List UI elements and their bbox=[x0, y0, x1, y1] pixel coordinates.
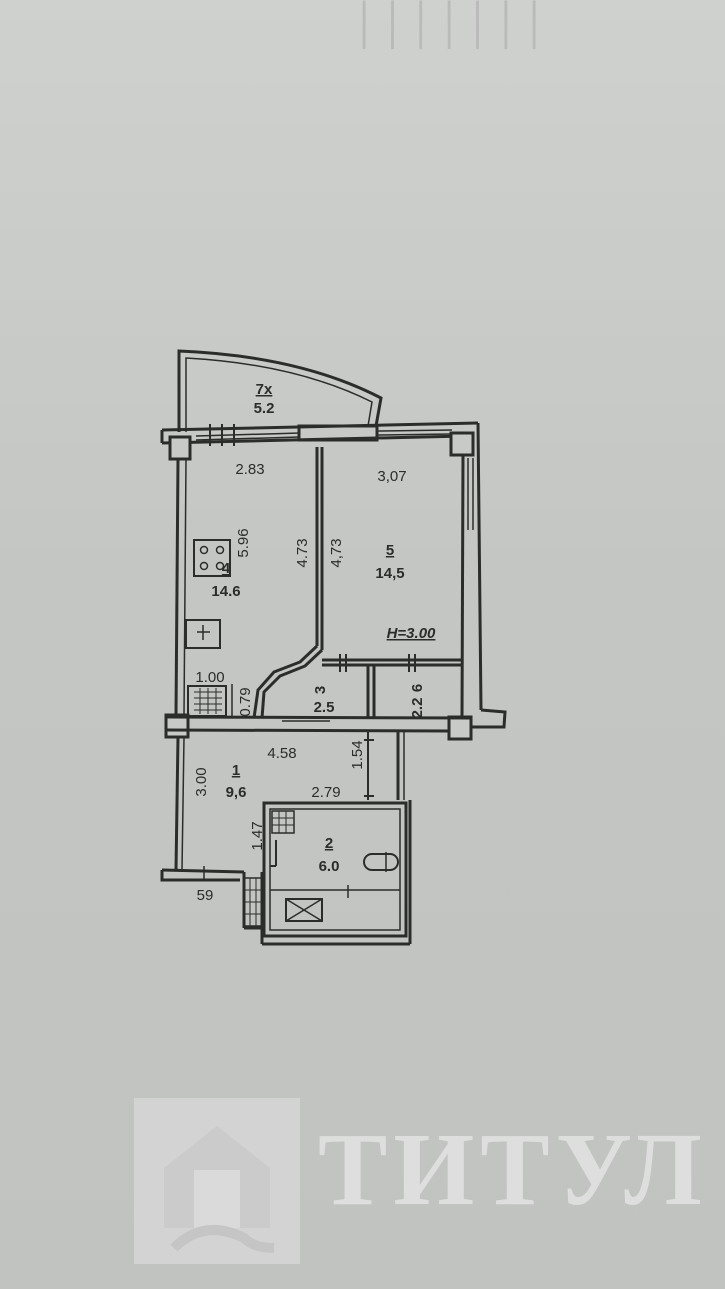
kitchen-niche bbox=[187, 684, 233, 718]
wall-offset-label: 59 bbox=[197, 887, 214, 904]
room-depth-label: 4,73 bbox=[328, 538, 345, 567]
top-wall bbox=[160, 421, 479, 446]
niche-depth-label: 0.79 bbox=[237, 687, 254, 716]
balcony-outline bbox=[177, 349, 383, 432]
right-outer-wall bbox=[460, 422, 507, 729]
kitchen-width-label: 2.83 bbox=[235, 461, 264, 478]
room-5-number: 5 bbox=[386, 542, 394, 559]
room-2-number: 2 bbox=[325, 835, 333, 852]
room-4-number: 4 bbox=[222, 560, 231, 577]
vent-grille-icon bbox=[271, 810, 295, 834]
niche-width-label: 1.00 bbox=[195, 669, 224, 686]
ceiling-height-label: H=3.00 bbox=[387, 625, 436, 642]
room-5-area: 14,5 bbox=[375, 565, 404, 582]
room-1-area: 9,6 bbox=[226, 784, 247, 801]
room-3-number: 3 bbox=[312, 686, 329, 694]
column-mid-right bbox=[447, 715, 473, 741]
hall-width-label: 4.58 bbox=[267, 745, 296, 762]
kitchen-left-wall bbox=[174, 458, 187, 716]
room-6-number: 6 bbox=[409, 684, 426, 692]
watermark-logo-icon bbox=[134, 1098, 300, 1264]
room-6-area: 2.2 bbox=[409, 698, 426, 719]
middle-wall bbox=[165, 715, 472, 733]
sink-icon bbox=[185, 619, 221, 649]
hall-depth-label: 3.00 bbox=[193, 767, 210, 796]
kitchen-inner-left-label: 4.73 bbox=[294, 538, 311, 567]
bleed-through-text: │││││││ bbox=[350, 1, 549, 46]
room-3-area: 2.5 bbox=[314, 699, 335, 716]
toilet-icon bbox=[363, 852, 399, 872]
room-1-number: 1 bbox=[232, 762, 240, 779]
watermark-text: ТИТУЛ bbox=[318, 1112, 708, 1227]
room-7-number: 7х bbox=[256, 381, 273, 398]
kitchen-depth-label: 5.96 bbox=[235, 528, 252, 557]
room-7-area: 5.2 bbox=[254, 400, 275, 417]
closet-divider bbox=[366, 665, 376, 718]
partition-kitchen-room bbox=[252, 447, 324, 719]
shaft-icon bbox=[243, 877, 263, 927]
bath-depth-label: 1.47 bbox=[249, 821, 266, 850]
boiler-icon bbox=[285, 898, 323, 922]
room-width-label: 3,07 bbox=[377, 468, 406, 485]
room-2-area: 6.0 bbox=[319, 858, 340, 875]
column-top-left bbox=[168, 435, 192, 461]
closet-top-wall bbox=[322, 654, 462, 672]
bath-width-label: 2.79 bbox=[311, 784, 340, 801]
stove-icon bbox=[193, 539, 231, 577]
hall-step-label: 1.54 bbox=[349, 740, 366, 769]
room-4-area: 14.6 bbox=[211, 583, 240, 600]
column-top-right bbox=[449, 431, 475, 457]
hall-walls bbox=[160, 731, 405, 882]
